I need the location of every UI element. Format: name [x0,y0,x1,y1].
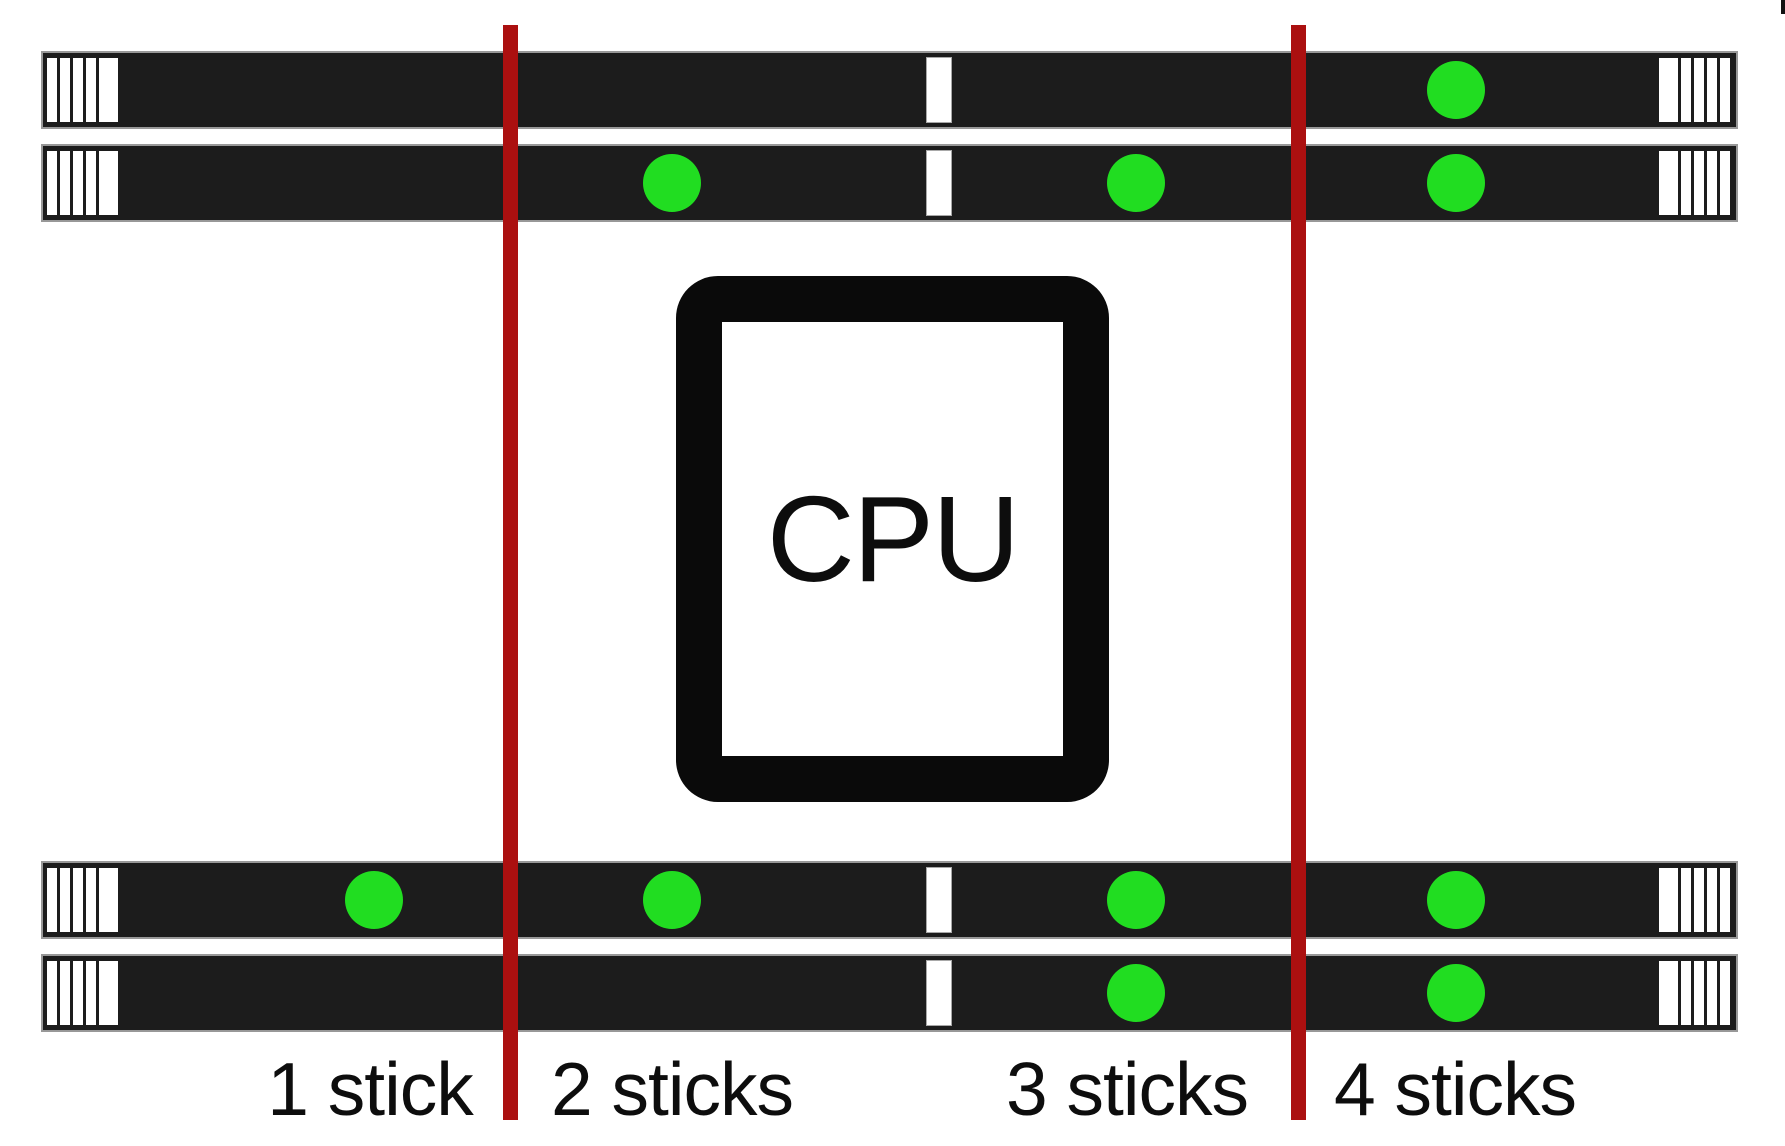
cpu-label: CPU [766,471,1021,607]
dimm-key-notch-icon [926,150,952,216]
dimm-slot-bottom-2 [41,954,1738,1032]
populated-memory-dot [1427,154,1485,212]
populated-memory-dot [1427,964,1485,1022]
dimm-slot-top-2 [41,144,1738,222]
label-4-sticks: 4 sticks [1333,1047,1577,1131]
dimm-slot-top-1 [41,51,1738,129]
populated-memory-dot [1107,871,1165,929]
populated-memory-dot [1427,61,1485,119]
dimm-pin-stripes-icon [47,961,118,1025]
dimm-pin-stripes-icon [1659,868,1730,932]
dimm-slot-bottom-1 [41,861,1738,939]
dimm-pin-stripes-icon [47,151,118,215]
dimm-key-notch-icon [926,57,952,123]
screen-edge-artifact [1781,0,1785,14]
cpu-socket: CPU [676,276,1109,802]
zone-divider-line-1 [503,25,518,1120]
populated-memory-dot [643,871,701,929]
dimm-pin-stripes-icon [47,58,118,122]
populated-memory-dot [1107,964,1165,1022]
dimm-pin-stripes-icon [1659,151,1730,215]
dimm-key-notch-icon [926,960,952,1026]
populated-memory-dot [1427,871,1485,929]
dimm-pin-stripes-icon [47,868,118,932]
label-1-stick: 1 stick [267,1047,474,1131]
zone-divider-line-2 [1291,25,1306,1120]
populated-memory-dot [345,871,403,929]
populated-memory-dot [1107,154,1165,212]
dimm-pin-stripes-icon [1659,58,1730,122]
dimm-pin-stripes-icon [1659,961,1730,1025]
label-3-sticks: 3 sticks [1005,1047,1249,1131]
label-2-sticks: 2 sticks [550,1047,794,1131]
populated-memory-dot [643,154,701,212]
dimm-key-notch-icon [926,867,952,933]
